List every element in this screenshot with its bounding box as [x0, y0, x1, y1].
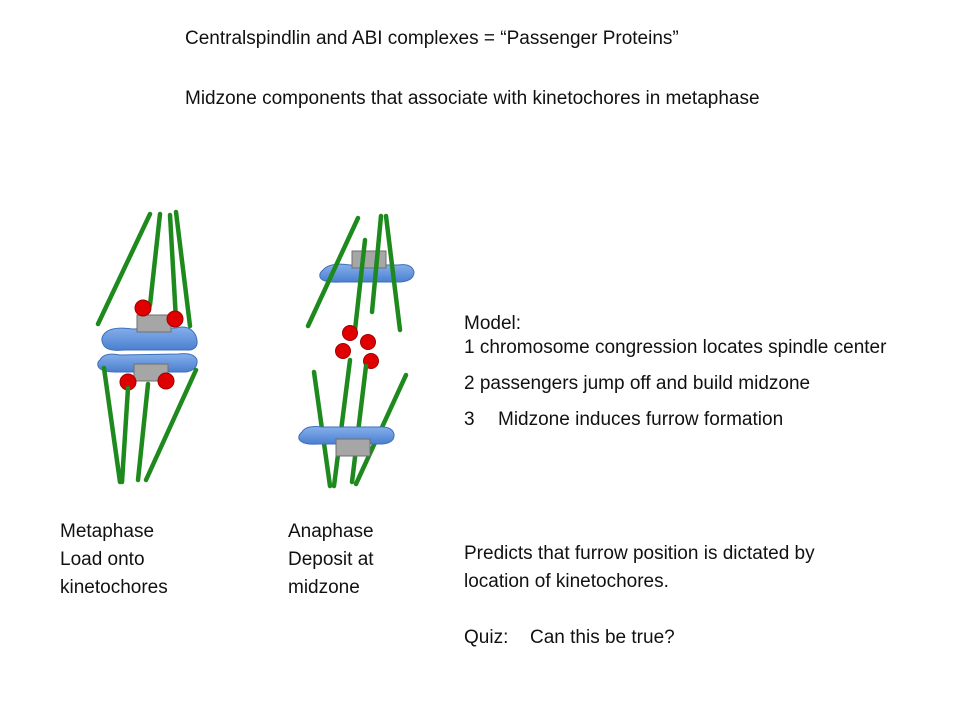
prediction-line: location of kinetochores.: [464, 571, 669, 592]
metaphase-label-line: kinetochores: [60, 577, 168, 598]
quiz-label: Quiz:: [464, 627, 509, 648]
metaphase-label-line: Metaphase: [60, 521, 155, 542]
quiz-question: Can this be true?: [530, 627, 675, 648]
metaphase-upper-microtubules: [95, 209, 193, 329]
metaphase-label: Metaphase Load onto kinetochores: [60, 518, 168, 602]
passenger-protein: [342, 325, 358, 341]
anaphase-lower-kinetochore: [335, 438, 371, 457]
model-step-1: 1 chromosome congression locates spindle…: [464, 337, 887, 358]
anaphase-upper-kinetochore: [351, 250, 387, 269]
model-step-3-number: 3: [464, 409, 475, 430]
microtubule: [349, 363, 369, 485]
metaphase-spindle: [95, 209, 199, 485]
passenger-protein: [166, 310, 184, 328]
model-step-2: 2 passengers jump off and build midzone: [464, 373, 811, 394]
passenger-protein: [360, 334, 376, 350]
model-step-3-text: Midzone induces furrow formation: [498, 409, 784, 430]
anaphase-label-line: Deposit at: [288, 549, 374, 570]
prediction-line: Predicts that furrow position is dictate…: [464, 543, 815, 564]
microtubule: [167, 212, 179, 323]
microtubule: [95, 211, 153, 327]
microtubule: [147, 211, 163, 308]
microtubule: [331, 357, 353, 489]
metaphase-label-line: Load onto: [60, 549, 145, 570]
anaphase-label-line: midzone: [288, 577, 360, 598]
model-heading: Model:: [464, 313, 522, 334]
microtubule: [173, 209, 193, 329]
passenger-protein: [335, 343, 351, 359]
microtubule: [143, 367, 199, 483]
metaphase-upper-kinetochore: [136, 314, 172, 333]
anaphase-label-line: Anaphase: [288, 521, 374, 542]
microtubule: [135, 381, 151, 483]
model-block: Model: 1 chromosome congression locates …: [464, 312, 886, 432]
model-step-3: 3 Midzone induces furrow formation: [464, 408, 886, 432]
metaphase-upper-chromosome: [101, 326, 198, 351]
quiz-line: Quiz: Can this be true?: [464, 626, 675, 650]
microtubule: [369, 213, 384, 315]
slide-subtitle: Midzone components that associate with k…: [185, 88, 760, 109]
metaphase-lower-chromosome: [97, 353, 198, 373]
anaphase-lower-microtubules: [311, 357, 409, 489]
passenger-protein: [134, 299, 152, 317]
metaphase-lower-microtubules: [101, 365, 199, 485]
anaphase-label: Anaphase Deposit at midzone: [288, 518, 374, 602]
microtubule: [383, 213, 403, 333]
prediction-text: Predicts that furrow position is dictate…: [464, 540, 815, 596]
anaphase-upper-microtubules: [305, 213, 403, 333]
microtubule: [305, 215, 361, 329]
microtubule: [101, 365, 123, 485]
microtubule: [352, 237, 368, 333]
slide-title: Centralspindlin and ABI complexes = “Pas…: [185, 28, 679, 49]
microtubule: [119, 385, 131, 485]
passenger-protein: [157, 372, 175, 390]
anaphase-spindle: [298, 213, 415, 489]
